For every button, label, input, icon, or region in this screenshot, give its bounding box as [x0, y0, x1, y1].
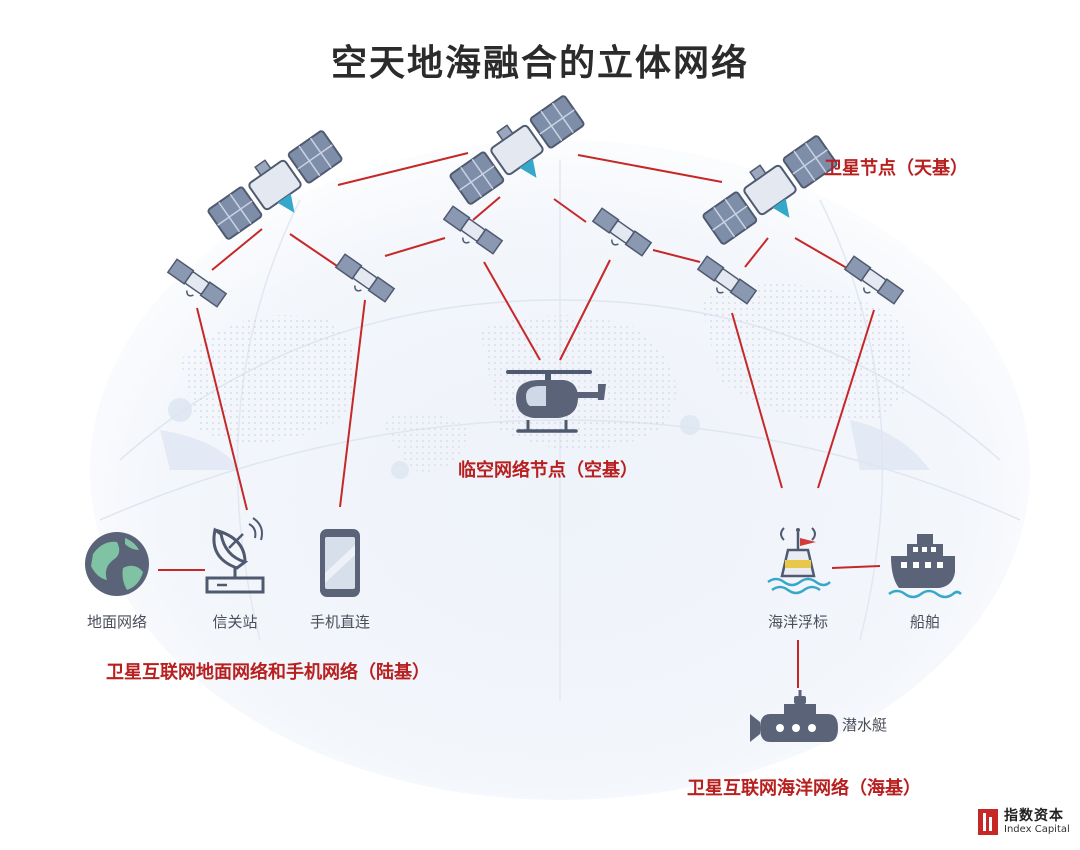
link-sat-right-small-5 — [744, 237, 769, 268]
link-top-sat-left — [337, 152, 469, 186]
submarine-label: 潜水艇 — [842, 716, 888, 734]
link-sat-left-small-2 — [289, 233, 341, 269]
small-satellites — [166, 205, 905, 308]
link-top-sat-right — [577, 154, 723, 183]
small-satellite-1 — [166, 258, 228, 308]
ship-label: 船舶 — [909, 613, 940, 631]
large-satellite-left — [207, 130, 343, 240]
index-capital-logo: 指数资本 Index Capital — [978, 806, 1070, 838]
logo-en-text: Index Capital — [1004, 824, 1070, 835]
sea-network-label: 卫星互联网海洋网络（海基） — [687, 778, 921, 799]
link-small-4-helicopter — [559, 259, 611, 361]
network-links — [158, 152, 881, 688]
link-small-2-phone — [339, 299, 366, 508]
phone-icon — [320, 529, 360, 597]
gateway-label: 信关站 — [212, 613, 258, 631]
phone-label: 手机直连 — [309, 613, 370, 631]
link-small-5-buoy — [731, 312, 783, 489]
helicopter-icon — [506, 370, 606, 433]
buoy-icon — [767, 527, 831, 595]
link-small-3-helicopter — [483, 261, 541, 361]
link-small-4-small-5 — [652, 249, 701, 263]
land-network-label: 卫星互联网地面网络和手机网络（陆基） — [106, 662, 430, 683]
ship-icon — [888, 534, 962, 599]
link-top-sat-small-3 — [472, 196, 501, 221]
globe-icon — [85, 532, 149, 596]
small-satellite-2 — [334, 253, 396, 303]
link-sat-right-small-6 — [794, 237, 853, 272]
satellite-node-label: 卫星节点（天基） — [824, 158, 968, 179]
logo-mark-icon — [978, 809, 998, 835]
logo-cn-text: 指数资本 — [1004, 808, 1064, 824]
link-sat-left-small-1 — [211, 228, 263, 271]
ground-network-label: 地面网络 — [86, 613, 147, 631]
small-satellite-3 — [442, 205, 504, 255]
link-buoy-ship — [831, 565, 881, 569]
gateway-dish-icon — [205, 517, 265, 594]
small-satellite-6 — [843, 255, 905, 305]
link-top-sat-small-4 — [553, 198, 587, 223]
page-title: 空天地海融合的立体网络 — [330, 43, 749, 84]
link-small-6-buoy — [817, 309, 875, 489]
link-small-2-small-3 — [384, 237, 446, 257]
small-satellite-4 — [591, 207, 653, 257]
buoy-label: 海洋浮标 — [767, 613, 828, 631]
small-satellite-5 — [696, 255, 758, 305]
large-satellite-top — [449, 95, 585, 205]
link-small-1-gateway — [196, 307, 248, 511]
submarine-icon — [750, 690, 838, 742]
large-satellite-right — [702, 135, 838, 245]
air-node-label: 临空网络节点（空基） — [458, 460, 638, 481]
